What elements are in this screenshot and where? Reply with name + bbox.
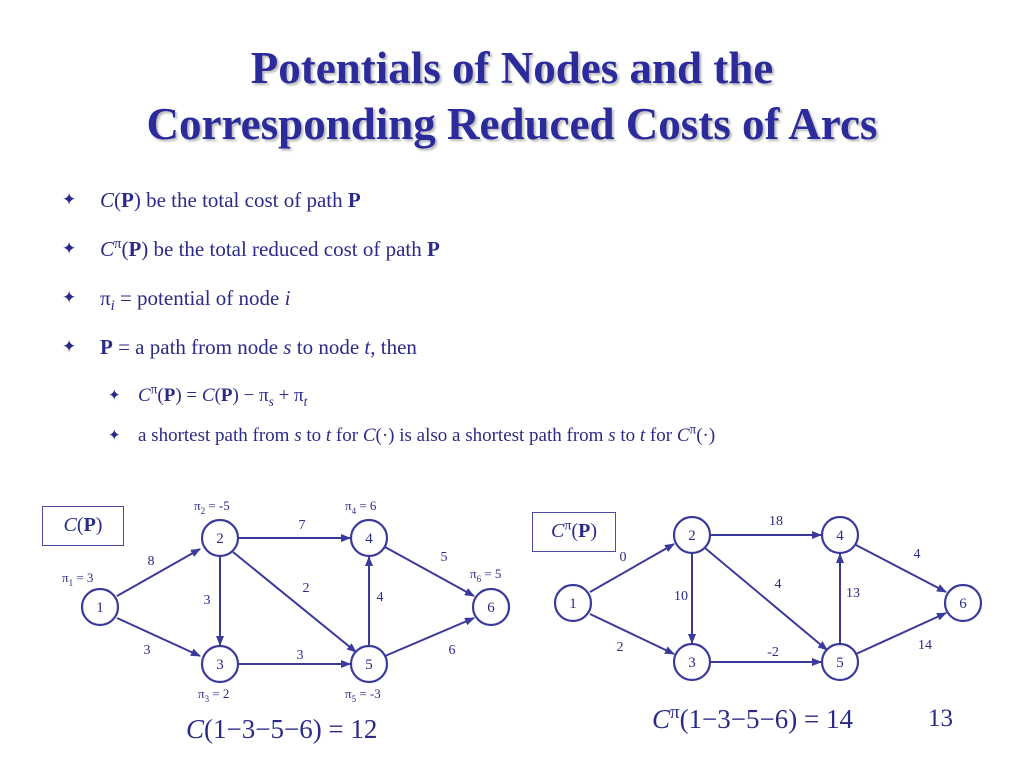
node-5 [820, 642, 860, 682]
node-3 [200, 644, 240, 684]
potential-pi-6: π6 = 5 [470, 566, 501, 584]
node-label: 2 [216, 531, 224, 547]
potential-pi-3: π3 = 2 [198, 686, 229, 704]
potential-pi-4: π4 = 6 [345, 498, 377, 516]
node-4 [349, 518, 389, 558]
arc-cost-label: 4 [377, 590, 384, 605]
page-number: 13 [928, 705, 953, 732]
arc-1-2 [116, 548, 201, 597]
node-3 [672, 642, 712, 682]
arc-cost-label: 18 [769, 514, 783, 529]
node-1 [80, 587, 120, 627]
arc-cost-label: 7 [299, 518, 306, 533]
arc-2-5 [232, 551, 357, 653]
bullet-potential: ✦ πi = potential of node i [62, 286, 291, 315]
node-label: 2 [688, 528, 696, 544]
node-label: 6 [959, 596, 967, 612]
arc-5-6 [384, 617, 475, 657]
node-2 [200, 518, 240, 558]
node-1 [553, 583, 593, 623]
node-label: 1 [96, 600, 104, 616]
arc-cost-label: 8 [148, 554, 155, 569]
bullet-star-icon: ✦ [108, 428, 121, 444]
node-label: 3 [688, 655, 696, 671]
bullet-total-cost: ✦ C(P) be the total cost of path P [62, 188, 361, 212]
arc-cost-label: 14 [918, 638, 932, 653]
node-label: 5 [836, 655, 844, 671]
bullet-star-icon: ✦ [62, 239, 77, 258]
arc-cost-label: 2 [303, 581, 310, 596]
title-line-1: Potentials of Nodes and the [250, 43, 774, 93]
arc-cost-label: 4 [775, 577, 782, 592]
sub-bullet-reduced-formula: ✦ Cπ(P) = C(P) − πs + πt [108, 381, 308, 409]
node-6 [943, 583, 983, 623]
node-6 [471, 587, 511, 627]
arc-cost-label: 5 [441, 550, 448, 565]
node-label: 4 [836, 528, 844, 544]
bullet-star-icon: ✦ [62, 337, 77, 356]
arc-cost-label: 3 [144, 643, 151, 658]
bullet-path-def: ✦ P = a path from node s to node t, then [62, 335, 417, 359]
arc-cost-label: 0 [620, 550, 627, 565]
node-label: 5 [365, 657, 373, 673]
bullet-reduced-cost: ✦ Cπ(P) be the total reduced cost of pat… [62, 236, 440, 261]
slide-title: Potentials of Nodes and the Correspondin… [0, 40, 1024, 152]
potential-pi-1: π1 = 3 [62, 570, 93, 588]
node-label: 6 [487, 600, 495, 616]
left-path-cost-formula: C(1−3−5−6) = 12 [186, 714, 378, 744]
sub-bullet-shortest-path: ✦ a shortest path from s to t for C(·) i… [108, 421, 716, 446]
node-label: 4 [365, 531, 373, 547]
arc-cost-label: 13 [846, 586, 860, 601]
arc-4-6 [855, 544, 947, 593]
arc-2-5 [704, 547, 828, 651]
right-network-diagram: 1 2 3 4 5 6 0 2 10 18 4 -2 13 4 14 [553, 514, 983, 682]
left-graph-label-box: C(P) [42, 506, 124, 546]
bullet-list: ✦ C(P) be the total cost of path P ✦ Cπ(… [62, 188, 1002, 464]
arc-5-6 [855, 612, 947, 655]
arc-cost-label: 10 [674, 589, 688, 604]
arc-4-6 [384, 546, 475, 597]
title-line-2: Corresponding Reduced Costs of Arcs [146, 99, 878, 149]
arc-1-3 [589, 613, 675, 655]
potential-pi-5: π5 = -3 [345, 686, 381, 704]
node-4 [820, 515, 860, 555]
arc-1-2 [589, 543, 675, 593]
node-5 [349, 644, 389, 684]
right-path-cost-formula: Cπ(1−3−5−6) = 14 [652, 702, 853, 734]
node-2 [672, 515, 712, 555]
left-network-diagram: 1 2 3 4 5 6 8 3 3 7 2 3 4 5 6 π1 = 3 π2 … [62, 498, 511, 704]
arc-1-3 [116, 617, 201, 657]
node-label: 3 [216, 657, 224, 673]
potential-pi-2: π2 = -5 [194, 498, 230, 516]
arc-cost-label: 4 [914, 547, 921, 562]
arc-cost-label: 3 [204, 593, 211, 608]
right-graph-label-box: Cπ(P) [532, 512, 616, 552]
bullet-star-icon: ✦ [108, 388, 121, 404]
arc-cost-label: 2 [617, 640, 624, 655]
arc-cost-label: 3 [297, 648, 304, 663]
arc-cost-label: 6 [449, 643, 456, 658]
bullet-star-icon: ✦ [62, 288, 77, 307]
node-label: 1 [569, 596, 577, 612]
arc-cost-label: -2 [767, 645, 779, 660]
bullet-star-icon: ✦ [62, 190, 77, 209]
